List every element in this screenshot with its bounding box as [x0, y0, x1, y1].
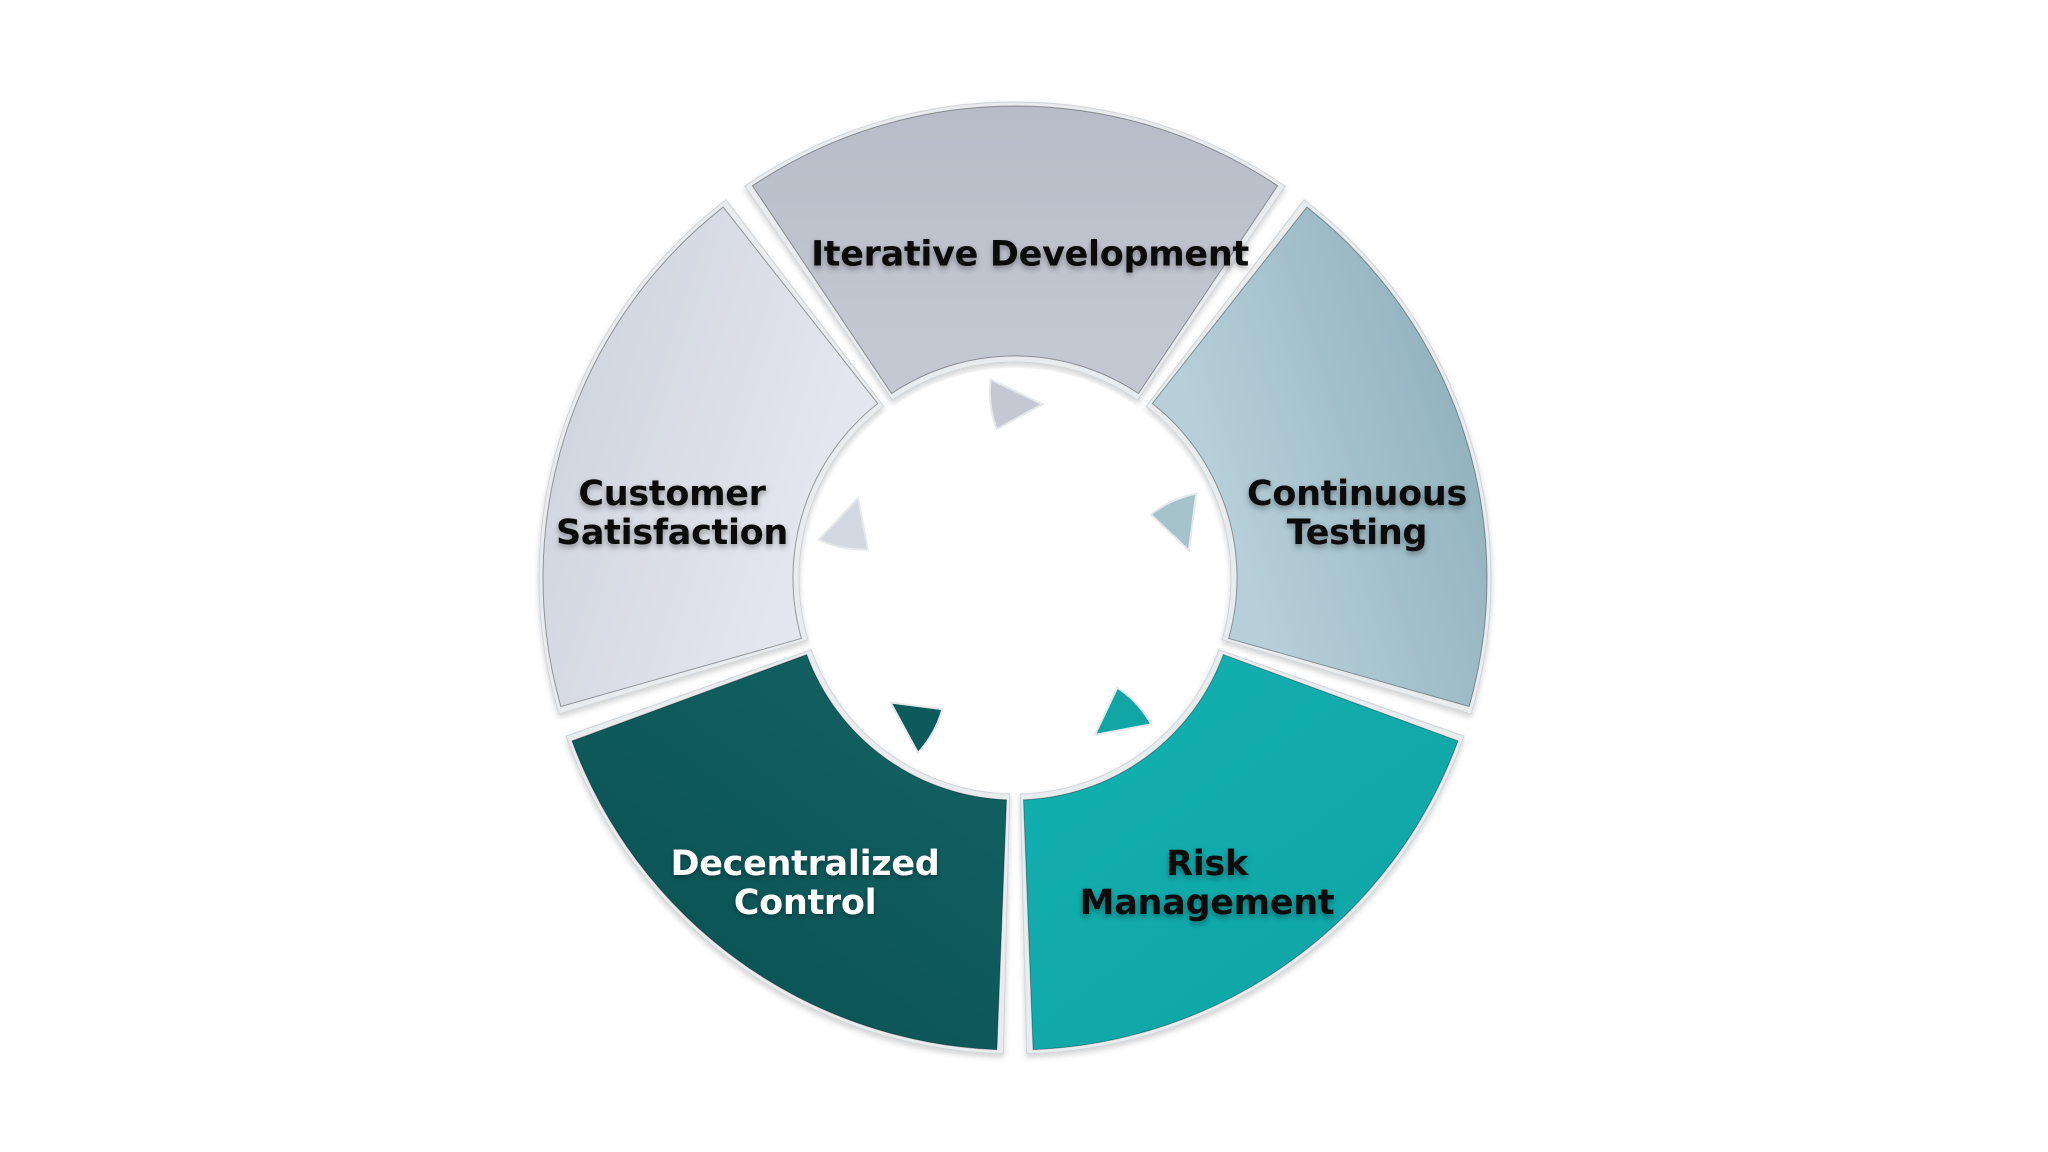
label-decentralized-control-line1: Decentralized	[670, 844, 940, 884]
label-risk-management-line1: Risk	[1166, 844, 1248, 884]
inner-hole	[805, 368, 1225, 788]
label-risk-management: Risk Management	[1080, 845, 1335, 923]
segment-decentralized-control	[571, 654, 1007, 1051]
segment-customer-satisfaction	[542, 206, 879, 708]
label-continuous-testing: Continuous Testing	[1247, 475, 1467, 553]
label-customer-satisfaction-line2: Satisfaction	[555, 513, 789, 553]
label-iterative-development: Iterative Development	[811, 234, 1249, 275]
label-continuous-testing-line1: Continuous	[1246, 474, 1468, 514]
segment-risk-management	[1023, 654, 1459, 1051]
arrow-left-icon	[816, 495, 869, 551]
arrow-right-icon	[1149, 492, 1198, 553]
arrow-bottom-right-icon	[1093, 686, 1153, 737]
segment-iterative-development	[751, 105, 1279, 395]
label-risk-management-line2: Management	[1079, 883, 1335, 923]
segment-continuous-testing	[1151, 206, 1488, 708]
label-continuous-testing-line2: Testing	[1286, 513, 1428, 553]
segments-layer	[538, 101, 1492, 1055]
arrows-layer	[816, 377, 1198, 755]
label-customer-satisfaction-line1: Customer	[578, 474, 766, 514]
label-decentralized-control: Decentralized Control	[670, 845, 939, 923]
label-decentralized-control-line2: Control	[733, 883, 877, 923]
arrow-top-icon	[988, 377, 1045, 431]
label-customer-satisfaction: Customer Satisfaction	[556, 475, 788, 553]
label-iterative-development-line1: Iterative Development	[811, 234, 1249, 275]
arrow-bottom-left-icon	[888, 701, 944, 755]
